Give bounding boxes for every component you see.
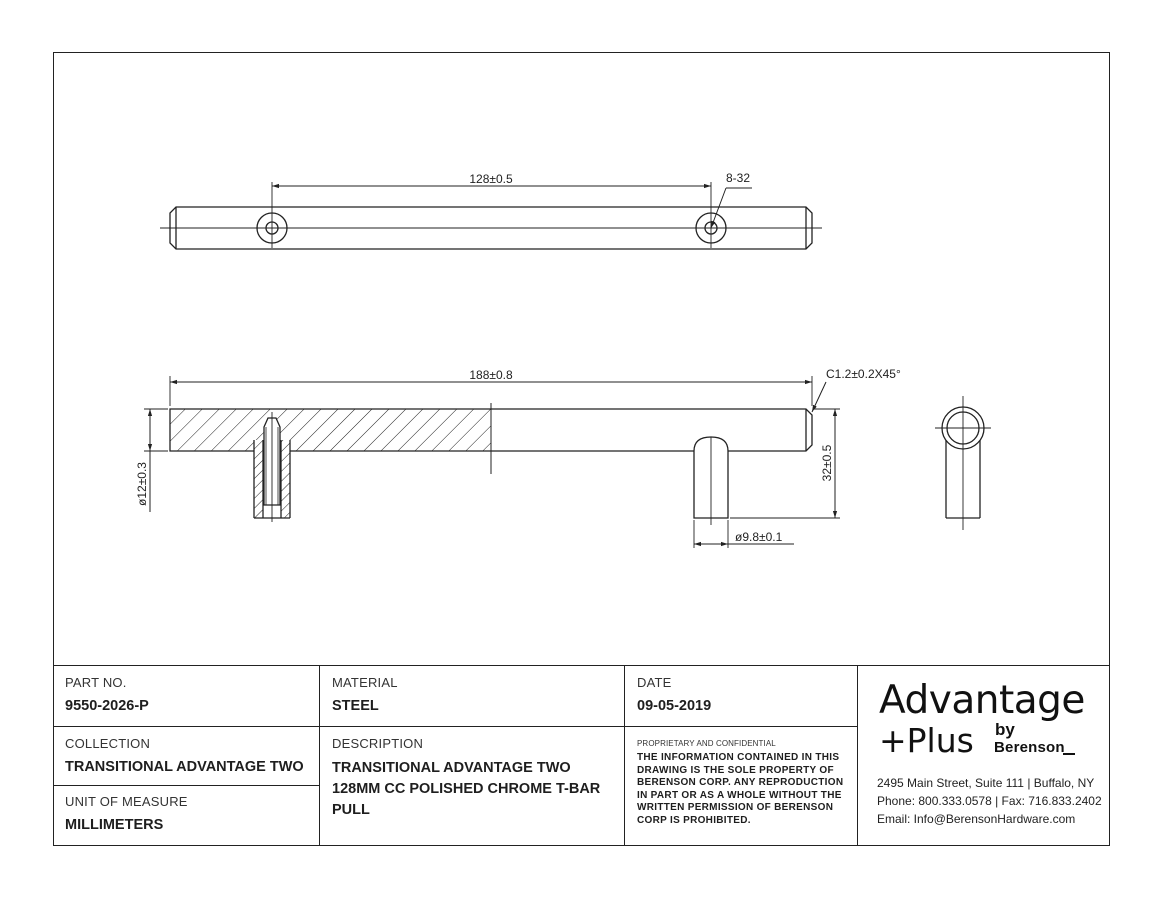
side-view [144,376,840,548]
unit-of-measure-label: UNIT OF MEASURE [65,794,188,809]
logo-by: by [995,720,1015,739]
bar-section-hatch [170,409,491,451]
chamfer-leader [811,381,827,413]
hole-spacing-dimension: 128±0.5 [469,172,513,186]
unit-of-measure-value: MILLIMETERS [65,817,164,833]
date-value: 09-05-2019 [637,698,712,714]
date-label: DATE [637,675,672,690]
collection-value: TRANSITIONAL ADVANTAGE TWO [65,759,304,775]
logo-advantage: Advantage [879,678,1085,723]
length-dimension: 188±0.8 [469,368,513,382]
end-view [935,396,991,530]
company-phone-fax: Phone: 800.333.0578 | Fax: 716.833.2402 [877,794,1102,808]
proprietary-notice: THE INFORMATION CONTAINED IN THIS DRAWIN… [637,752,844,826]
thread-callout: 8-32 [726,171,750,185]
material-value: STEEL [332,698,379,714]
logo-underline [1063,753,1075,755]
description-value: TRANSITIONAL ADVANTAGE TWO 128MM CC POLI… [332,760,601,818]
description-label: DESCRIPTION [332,736,424,751]
height-dimension: 32±0.5 [820,444,834,481]
proprietary-heading: PROPRIETARY AND CONFIDENTIAL [637,739,776,748]
chamfer-callout: C1.2±0.2X45° [826,367,901,381]
title-block: PART NO. 9550-2026-P MATERIAL STEEL DATE… [53,665,1110,846]
logo-berenson: Berenson [994,739,1065,756]
part-no-label: PART NO. [65,675,127,690]
drawing-frame [53,52,1110,846]
company-address: 2495 Main Street, Suite 111 | Buffalo, N… [877,776,1095,790]
post-diameter-dimension: ø9.8±0.1 [735,530,783,544]
material-label: MATERIAL [332,675,398,690]
thread-leader [710,187,727,229]
part-no-value: 9550-2026-P [65,698,149,714]
bar-diameter-dimension: ø12±0.3 [135,462,149,506]
collection-label: COLLECTION [65,736,151,751]
top-view [160,182,822,250]
company-email: Email: Info@BerensonHardware.com [877,812,1076,826]
logo-plus: +Plus [879,721,974,760]
